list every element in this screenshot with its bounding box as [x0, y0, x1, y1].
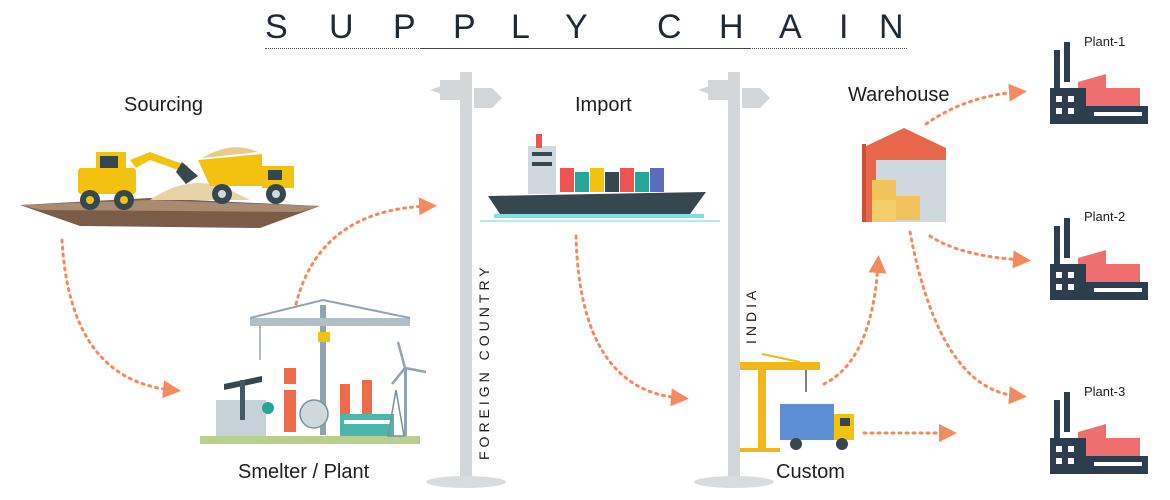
- refinery-plant-icon: [200, 298, 427, 444]
- title-letter: L: [511, 8, 530, 46]
- cargo-ship-icon: [480, 134, 720, 222]
- label-india: INDIA: [743, 286, 759, 344]
- title-letter: P: [393, 8, 416, 46]
- label-foreign-country: FOREIGN COUNTRY: [476, 263, 492, 460]
- factory-icon: [1050, 218, 1148, 300]
- label-warehouse: Warehouse: [848, 84, 950, 106]
- title-letter: U: [329, 8, 354, 46]
- label-plant-1: Plant-1: [1084, 34, 1126, 49]
- title-letter: H: [719, 8, 744, 46]
- warehouse-icon: [862, 128, 946, 222]
- label-smelter-plant: Smelter / Plant: [238, 461, 370, 483]
- title-letter: S: [265, 8, 288, 46]
- title-letter: C: [657, 8, 682, 46]
- label-import: Import: [575, 94, 632, 116]
- signpost-icon: [426, 72, 506, 488]
- title-letter: Y: [565, 8, 588, 46]
- title-letter: P: [453, 8, 476, 46]
- title-underline-solid: [420, 48, 750, 49]
- flow-arrow: [294, 197, 437, 306]
- label-sourcing: Sourcing: [124, 94, 203, 116]
- flow-arrow: [574, 234, 689, 407]
- excavator-truck-icon: [20, 147, 320, 228]
- flow-arrow: [924, 83, 1027, 126]
- label-plant-2: Plant-2: [1084, 209, 1126, 224]
- diagram-title: S U P P L Y C H A I N: [265, 8, 905, 48]
- title-letter: I: [839, 8, 849, 46]
- flow-arrow: [60, 238, 181, 399]
- factory-icon: [1050, 392, 1148, 474]
- flow-arrow: [908, 230, 1027, 405]
- label-custom: Custom: [776, 461, 845, 483]
- label-plant-3: Plant-3: [1084, 384, 1126, 399]
- flow-arrow: [822, 255, 887, 386]
- signpost-icon: [694, 72, 774, 488]
- crane-truck-icon: [740, 353, 854, 452]
- title-letter: N: [879, 8, 904, 46]
- factory-icon: [1050, 42, 1148, 124]
- flow-arrow: [928, 234, 1031, 269]
- title-letter: A: [779, 8, 802, 46]
